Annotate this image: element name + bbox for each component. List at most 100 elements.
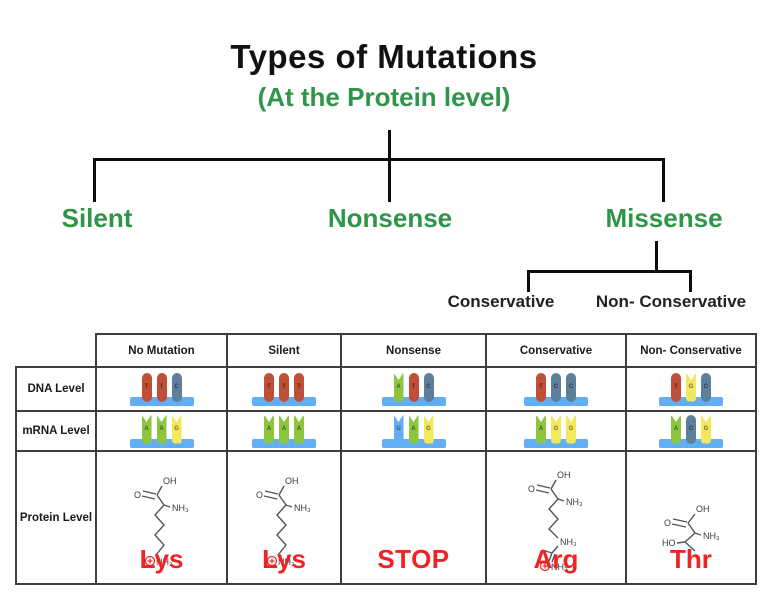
column-header-non-conservative: Non- Conservative (625, 333, 757, 368)
nucleotide-G: G (551, 414, 561, 444)
tree-drop-nonsense (388, 158, 391, 202)
threonine-structure: OH O NH₃ HO (662, 504, 720, 552)
amino-acid-label: Lys (262, 544, 306, 574)
amino-acid-label: Thr (670, 544, 712, 574)
missense-drop-conservative (527, 270, 530, 292)
stop-label: STOP (377, 544, 450, 574)
subbranch-non-conservative: Non- Conservative (595, 292, 747, 311)
o-label: O (664, 518, 671, 528)
nh3-label: NH₃ (560, 537, 577, 547)
protein-cell-silent: OH O NH₃ NH₃ Lys (226, 450, 342, 585)
nucleotide-G: G (566, 414, 576, 444)
nucleotide-C: C (686, 414, 696, 444)
tree-drop-missense (662, 158, 665, 202)
mutation-comparison-table: No Mutation Silent Nonsense Conservative… (15, 333, 757, 585)
nucleotide-G: G (686, 372, 696, 402)
nh3-label: NH₃ (172, 503, 189, 513)
arginine-structure: OH O NH₃ NH₃ NH₃ (528, 470, 583, 572)
protein-level-row: Protein Level OH O NH₃ NH₃ (15, 450, 757, 585)
nucleotide-C: C (171, 372, 182, 402)
nucleotide-A: A (264, 414, 274, 444)
column-header-nonsense: Nonsense (340, 333, 487, 368)
o-label: O (528, 484, 535, 494)
subbranch-conservative: Conservative (447, 292, 555, 311)
nucleotide-T: T (408, 372, 419, 402)
nucleotide-G: G (701, 414, 711, 444)
oh-label: OH (163, 476, 177, 486)
amino-acid-label: Arg (533, 544, 579, 574)
table-header-row: No Mutation Silent Nonsense Conservative… (16, 333, 757, 368)
nucleotide-T: T (536, 372, 546, 402)
nucleotide-A: A (141, 414, 152, 444)
nh3-label: NH₃ (551, 562, 568, 572)
protein-cell-non-conservative: OH O NH₃ HO Thr (625, 450, 757, 585)
nucleotide-U: U (393, 414, 404, 444)
protein-cell-nonsense: STOP (340, 450, 487, 585)
missense-stem-line (655, 241, 658, 272)
nucleotide-T: T (294, 372, 304, 402)
nucleotide-C: C (701, 372, 711, 402)
lysine-structure: OH O NH₃ NH₃ (134, 476, 189, 567)
column-header-silent: Silent (226, 333, 342, 368)
empty-corner-cell (16, 334, 96, 367)
page-title: Types of Mutations (230, 38, 538, 75)
nucleotide-G: G (423, 414, 434, 444)
nucleotide-T: T (671, 372, 681, 402)
nucleotide-A: A (671, 414, 681, 444)
nucleotide-C: C (423, 372, 434, 402)
oh-label: OH (696, 504, 710, 514)
nh3-label: NH₃ (294, 503, 311, 513)
nucleotide-G: G (171, 414, 182, 444)
page-subtitle: (At the Protein level) (257, 82, 511, 112)
nucleotide-T: T (141, 372, 152, 402)
o-label: O (256, 490, 263, 500)
row-header-protein-level: Protein Level (15, 450, 97, 585)
nucleotide-T: T (279, 372, 289, 402)
branch-missense: Missense (605, 203, 723, 233)
row-header-dna-level: DNA Level (15, 366, 97, 412)
protein-cell-conservative: OH O NH₃ NH₃ NH₃ (485, 450, 627, 585)
nh3-label: NH₃ (156, 557, 173, 567)
protein-cell-no-mutation: OH O NH₃ NH₃ Lys (95, 450, 228, 585)
nucleotide-A: A (408, 414, 419, 444)
tree-drop-silent (93, 158, 96, 202)
o-label: O (134, 490, 141, 500)
nucleotide-T: T (156, 372, 167, 402)
nucleotide-C: C (551, 372, 561, 402)
nucleotide-A: A (156, 414, 167, 444)
oh-label: OH (557, 470, 571, 480)
branch-silent: Silent (61, 203, 133, 233)
column-header-conservative: Conservative (485, 333, 627, 368)
nucleotide-A: A (279, 414, 289, 444)
lysine-structure: OH O NH₃ NH₃ (256, 476, 311, 567)
nh3-label: NH₃ (278, 557, 295, 567)
missense-horizontal-line (527, 270, 692, 273)
nh3-label: NH₃ (703, 531, 720, 541)
nucleotide-T: T (264, 372, 274, 402)
amino-acid-label: Lys (139, 544, 184, 574)
missense-drop-nonconservative (689, 270, 692, 292)
branch-nonsense: Nonsense (327, 203, 453, 233)
nucleotide-A: A (393, 372, 404, 402)
nucleotide-A: A (294, 414, 304, 444)
